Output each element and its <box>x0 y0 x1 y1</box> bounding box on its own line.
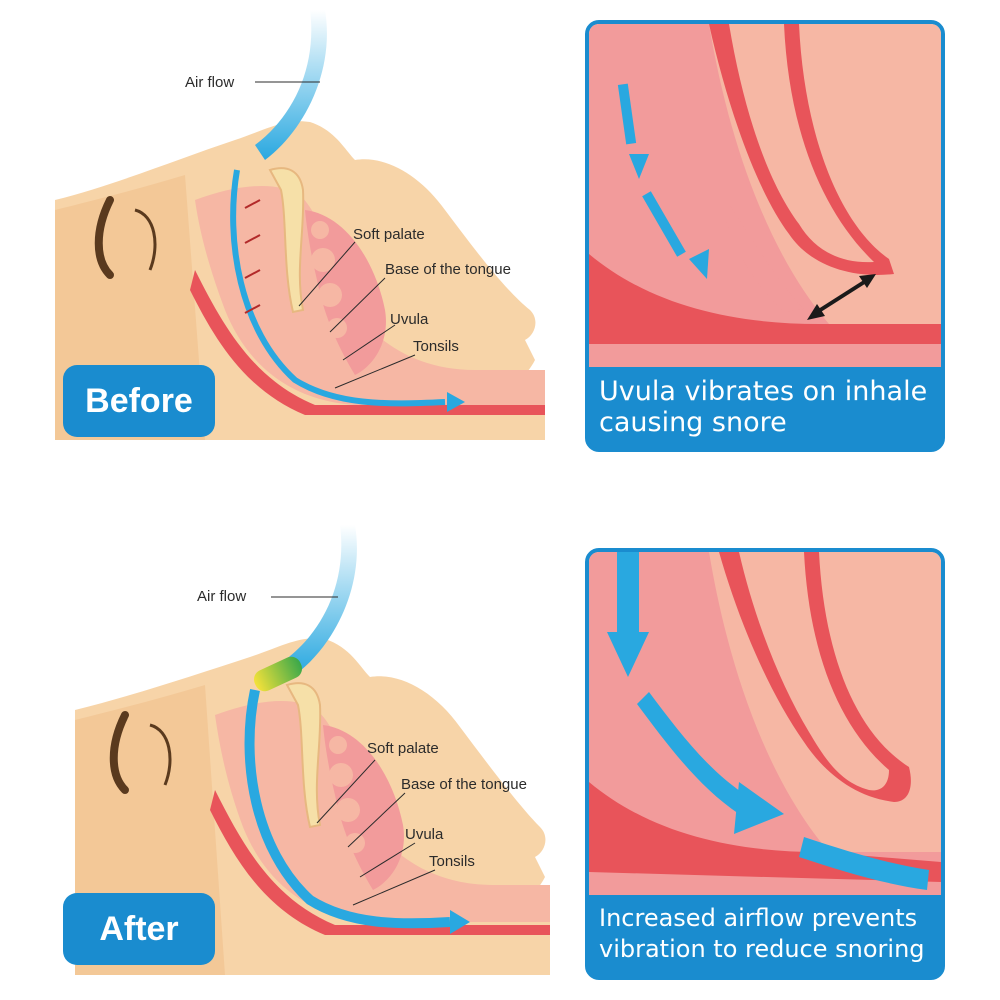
leader-soft-palate <box>298 241 356 307</box>
after-caption: Increased airflow prevents vibration to … <box>589 895 941 976</box>
label-tongue-base: Base of the tongue <box>401 776 527 793</box>
label-uvula: Uvula <box>405 826 444 843</box>
after-face-diagram <box>75 525 550 975</box>
vibration-double-arrow <box>812 277 871 316</box>
label-air-flow: Air flow <box>197 588 247 605</box>
after-caption-line1: Increased airflow prevents <box>599 904 918 932</box>
airflow-stream <box>255 10 327 160</box>
uvula-inner <box>729 24 874 263</box>
airflow-arrows <box>607 552 929 890</box>
before-illustration: Air flow Soft palate Base of the tongue … <box>55 10 550 440</box>
ear-curve <box>134 208 157 271</box>
after-detail-card: Increased airflow prevents vibration to … <box>585 548 945 980</box>
closed-eye <box>94 196 114 279</box>
label-tongue-base: Base of the tongue <box>385 261 511 278</box>
tonsil-lobe <box>724 204 804 312</box>
after-detail-art <box>589 552 941 895</box>
ear-curve <box>149 723 172 786</box>
after-illustration: Air flow Soft palate Base of the tongue … <box>55 525 550 975</box>
label-tonsils: Tonsils <box>413 338 459 355</box>
before-badge: Before <box>63 365 215 437</box>
throat-wall-dark <box>589 254 941 344</box>
airflow-arrowhead <box>450 910 470 934</box>
leader-tongue-base <box>347 792 406 848</box>
leader-tonsils <box>352 869 436 906</box>
vibration-arrows <box>244 199 261 314</box>
leader-uvula <box>359 842 416 878</box>
before-caption: Uvula vibrates on inhale causing snore <box>589 367 941 448</box>
label-air-flow: Air flow <box>185 74 235 91</box>
label-tonsils: Tonsils <box>429 853 475 870</box>
closed-eye <box>109 711 129 794</box>
label-soft-palate: Soft palate <box>353 226 425 243</box>
before-detail-card: Uvula vibrates on inhale causing snore <box>585 20 945 452</box>
throat-tissue <box>195 185 545 405</box>
airflow-arrowhead <box>447 392 465 412</box>
before-detail-art <box>589 24 941 367</box>
after-caption-line2: vibration to reduce snoring <box>599 935 925 963</box>
after-badge: After <box>63 893 215 965</box>
palate-bone <box>285 682 322 829</box>
before-caption-line1: Uvula vibrates on inhale <box>599 376 928 407</box>
airflow-path <box>244 688 451 929</box>
throat-tissue <box>215 700 550 922</box>
uvula-inner <box>739 552 889 791</box>
palate-bone <box>268 167 305 314</box>
before-caption-line2: causing snore <box>599 407 787 438</box>
leader-soft-palate <box>316 759 376 824</box>
label-uvula: Uvula <box>390 311 429 328</box>
leader-uvula <box>342 324 396 361</box>
leader-tongue-base <box>329 277 386 333</box>
leader-tonsils <box>334 354 416 389</box>
nasal-device <box>253 656 303 692</box>
airflow-dashes <box>617 83 709 279</box>
label-soft-palate: Soft palate <box>367 740 439 757</box>
airflow-path <box>230 169 446 407</box>
